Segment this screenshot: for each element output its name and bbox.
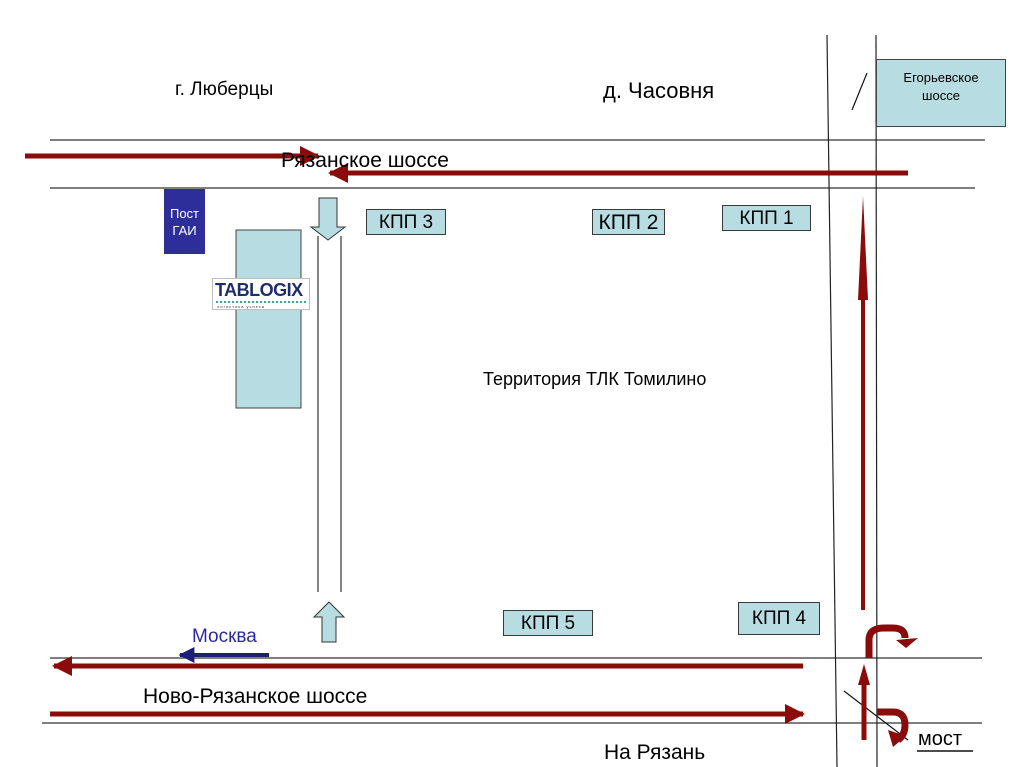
warehouse-building — [235, 229, 302, 409]
checkpoint-kpp3: КПП 3 — [366, 209, 446, 235]
egorevskoe-road-sign: Егорьевское шоссе — [876, 59, 1006, 127]
gai-line1: Пост — [169, 206, 200, 221]
gai-post: Пост ГАИ — [164, 189, 205, 254]
logo-wordmark: TABLOGIX — [215, 280, 303, 300]
exit-up-arrow — [312, 601, 346, 643]
moskva-label: Москва — [192, 626, 257, 647]
road-label-ryazanskoe: Рязанское шоссе — [281, 149, 449, 172]
territory-label: Территория ТЛК Томилино — [483, 369, 707, 389]
bridge-label: мост — [918, 728, 963, 750]
egorevskoe-northbound-arrow — [858, 196, 868, 610]
road-slash-mark — [851, 72, 868, 111]
tablogix-logo: TABLOGIX логистика успеха — [212, 278, 310, 310]
entry-down-arrow — [309, 197, 347, 241]
place-lyubertsy: г. Люберцы — [175, 79, 274, 100]
checkpoint-kpp2: КПП 2 — [592, 209, 665, 235]
egorevskoe-line1: Егорьевское — [903, 70, 979, 85]
u-turn-arrow-top — [865, 624, 918, 658]
checkpoint-kpp4: КПП 4 — [738, 602, 820, 635]
checkpoint-kpp5: КПП 5 — [503, 610, 593, 636]
egorevskoe-line2: шоссе — [922, 88, 960, 103]
place-na-ryazan: На Рязань — [604, 741, 706, 764]
u-turn-arrow-bridge — [877, 708, 909, 747]
logo-dot-line — [216, 301, 306, 303]
road-label-novo-ryazanskoe: Ново-Рязанское шоссе — [143, 685, 368, 708]
egorevskoe-road-left-edge — [826, 34, 838, 767]
bridge-slash-mark — [843, 690, 909, 741]
gai-line2: ГАИ — [172, 223, 197, 238]
egorevskoe-road-right-edge — [875, 34, 878, 767]
checkpoint-kpp1: КПП 1 — [722, 205, 811, 231]
bridge-up-arrow — [858, 664, 870, 740]
place-chasovnya: д. Часовня — [603, 78, 715, 103]
logo-tagline: логистика успеха — [217, 304, 265, 309]
